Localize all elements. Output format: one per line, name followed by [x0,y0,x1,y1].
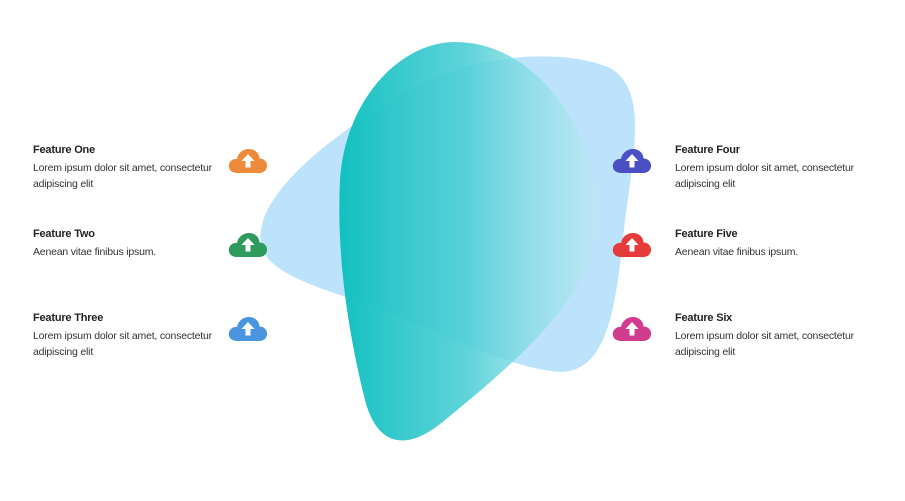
feature-description: Lorem ipsum dolor sit amet, consectetur … [33,162,212,190]
feature-title: Feature Three [33,312,104,324]
feature-one: Feature One Lorem ipsum dolor sit amet, … [33,143,233,192]
cloud-upload-icon [228,147,268,175]
cloud-upload-icon [228,315,268,343]
feature-two: Feature Two Aenean vitae finibus ipsum. [33,227,233,260]
cloud-upload-icon [612,147,652,175]
cloud-upload-icon [228,231,268,259]
feature-title: Feature Five [675,228,738,240]
feature-title: Feature Six [675,312,733,324]
feature-title: Feature One [33,144,95,156]
feature-four: Feature Four Lorem ipsum dolor sit amet,… [675,143,875,192]
feature-title: Feature Four [675,144,740,156]
cloud-upload-icon [612,231,652,259]
feature-description: Aenean vitae finibus ipsum. [33,246,157,258]
teal-blob [339,42,598,441]
cloud-upload-icon [612,315,652,343]
feature-description: Aenean vitae finibus ipsum. [675,246,799,258]
feature-description: Lorem ipsum dolor sit amet, consectetur … [33,330,212,358]
feature-title: Feature Two [33,228,95,240]
feature-description: Lorem ipsum dolor sit amet, consectetur … [675,162,854,190]
feature-five: Feature Five Aenean vitae finibus ipsum. [675,227,875,260]
feature-six: Feature Six Lorem ipsum dolor sit amet, … [675,311,875,360]
feature-three: Feature Three Lorem ipsum dolor sit amet… [33,311,233,360]
feature-description: Lorem ipsum dolor sit amet, consectetur … [675,330,854,358]
